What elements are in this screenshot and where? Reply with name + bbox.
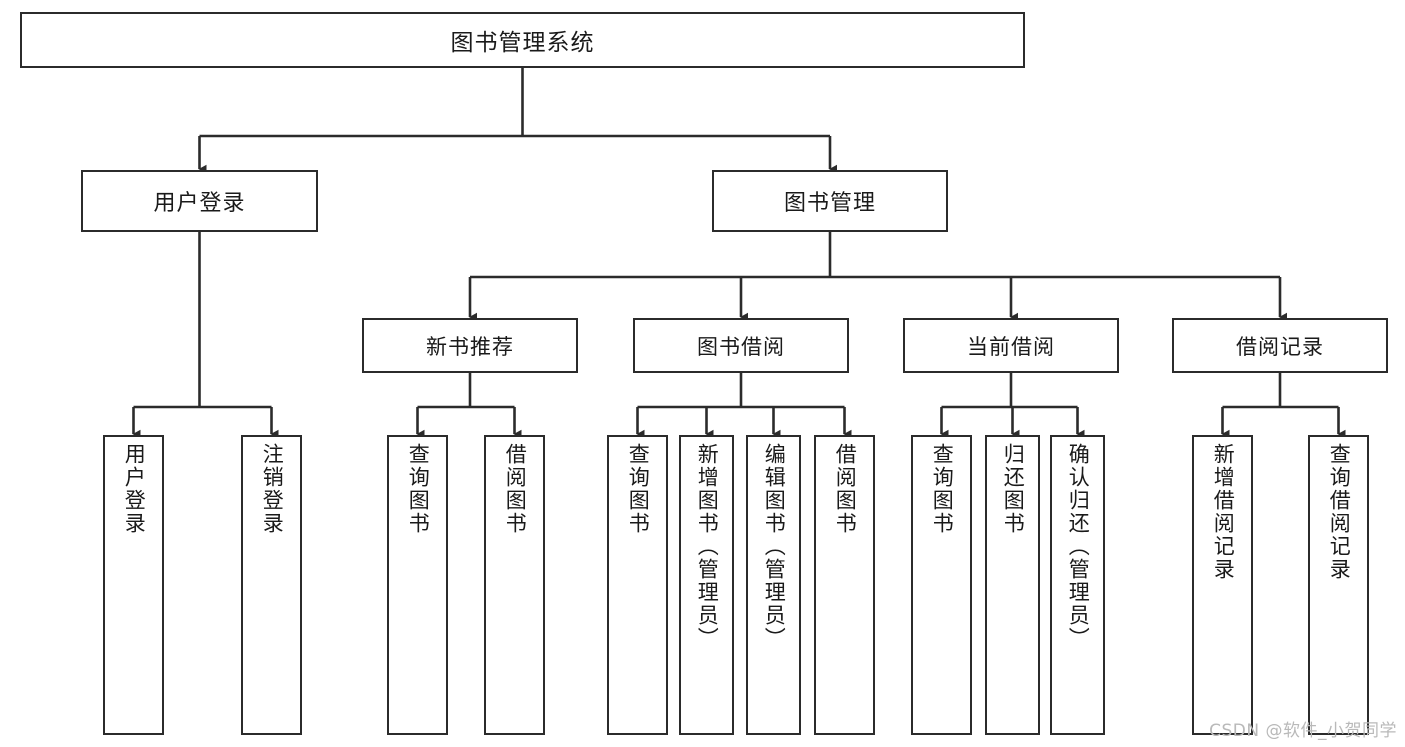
node-leaf-add-borrow-record[interactable]: 新增借阅记录 xyxy=(1192,435,1253,735)
node-label: 借阅图书 xyxy=(503,443,528,535)
node-label: 图书借阅 xyxy=(697,334,785,359)
node-label: 查询图书 xyxy=(930,443,955,535)
node-leaf-add-book-admin[interactable]: 新增图书（管理员） xyxy=(679,435,734,735)
node-label: 图书管理系统 xyxy=(450,30,595,56)
node-label: 用户登录 xyxy=(153,191,246,216)
node-leaf-query-book-borrow[interactable]: 查询图书 xyxy=(607,435,668,735)
node-leaf-return-book[interactable]: 归还图书 xyxy=(985,435,1040,735)
csdn-watermark: CSDN @软件_小贺同学 xyxy=(1209,721,1397,741)
node-label: 注销登录 xyxy=(260,443,285,535)
node-book-borrow[interactable]: 图书借阅 xyxy=(633,318,849,373)
node-label: 借阅图书 xyxy=(833,443,858,535)
node-leaf-borrow-book-recommend[interactable]: 借阅图书 xyxy=(484,435,545,735)
node-leaf-borrow-book[interactable]: 借阅图书 xyxy=(814,435,875,735)
node-label: 借阅记录 xyxy=(1236,334,1324,359)
node-label: 新书推荐 xyxy=(426,334,514,359)
node-label: 当前借阅 xyxy=(967,334,1055,359)
node-leaf-edit-book-admin[interactable]: 编辑图书（管理员） xyxy=(746,435,801,735)
node-label: 新增图书（管理员） xyxy=(695,443,720,650)
node-leaf-user-logout[interactable]: 注销登录 xyxy=(241,435,302,735)
node-leaf-confirm-return-admin[interactable]: 确认归还（管理员） xyxy=(1050,435,1105,735)
node-root[interactable]: 图书管理系统 xyxy=(20,12,1025,68)
node-new-book-recommend[interactable]: 新书推荐 xyxy=(362,318,578,373)
node-label: 查询图书 xyxy=(406,443,431,535)
node-book-manage[interactable]: 图书管理 xyxy=(712,170,948,232)
node-label: 编辑图书（管理员） xyxy=(762,443,787,650)
node-current-borrow[interactable]: 当前借阅 xyxy=(903,318,1119,373)
node-user-login[interactable]: 用户登录 xyxy=(81,170,318,232)
node-label: 图书管理 xyxy=(783,191,876,216)
node-label: 查询图书 xyxy=(626,443,651,535)
node-label: 归还图书 xyxy=(1001,443,1026,535)
node-leaf-query-book-recommend[interactable]: 查询图书 xyxy=(387,435,448,735)
node-leaf-query-borrow-record[interactable]: 查询借阅记录 xyxy=(1308,435,1369,735)
node-leaf-user-login[interactable]: 用户登录 xyxy=(103,435,164,735)
node-label: 查询借阅记录 xyxy=(1327,443,1352,581)
node-leaf-query-book-current[interactable]: 查询图书 xyxy=(911,435,972,735)
node-label: 确认归还（管理员） xyxy=(1066,443,1091,650)
node-borrow-records[interactable]: 借阅记录 xyxy=(1172,318,1388,373)
node-label: 新增借阅记录 xyxy=(1211,443,1236,581)
node-label: 用户登录 xyxy=(122,443,147,535)
